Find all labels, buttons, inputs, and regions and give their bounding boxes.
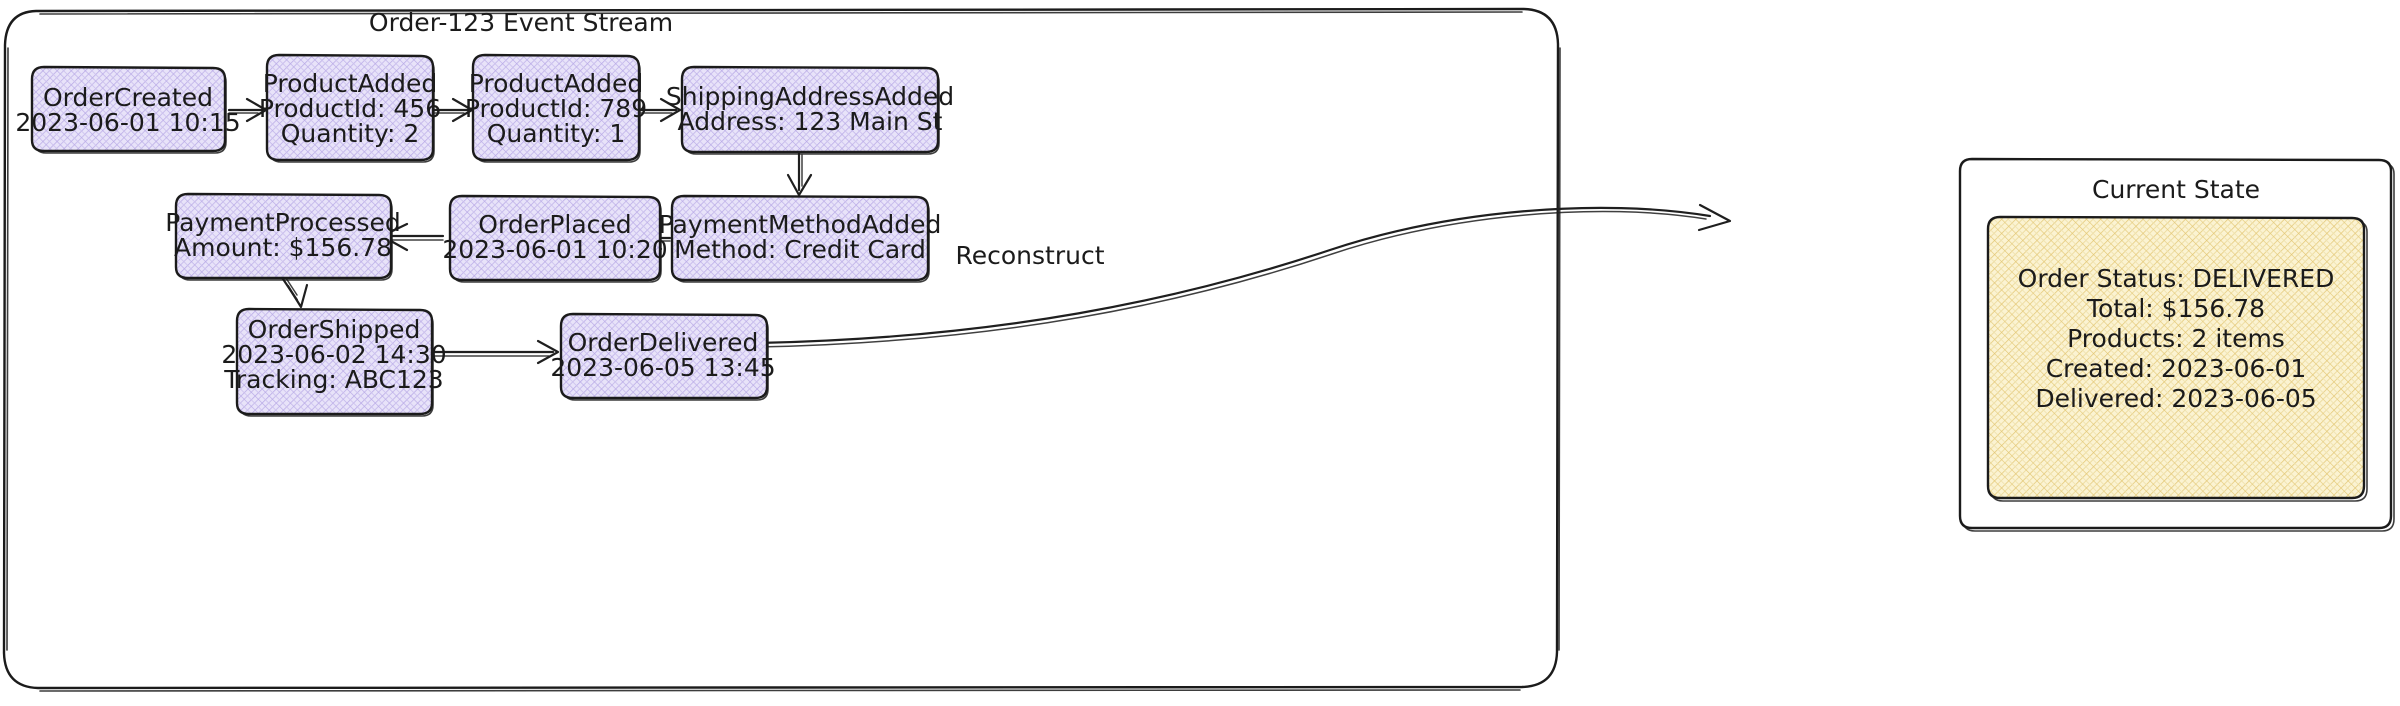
node-line: Quantity: 1 [487,119,626,148]
node-product-added-789[interactable]: ProductAdded ProductId: 789 Quantity: 1 [465,53,647,163]
node-shipping-address-added[interactable]: ShippingAddressAdded Address: 123 Main S… [666,65,954,155]
state-line: Total: $156.78 [2086,294,2265,323]
node-line: PaymentProcessed [165,208,401,237]
node-order-created[interactable]: OrderCreated 2023-06-01 10:15 [15,65,241,154]
edge-product-added-789-to-shipping-address-added [639,97,682,123]
node-line: Tracking: ABC123 [223,365,443,394]
node-line: OrderPlaced [478,210,631,239]
node-line: 2023-06-01 10:20 [442,235,667,264]
node-line: ProductAdded [469,69,644,98]
current-state-title: Current State [2092,175,2260,204]
state-line: Order Status: DELIVERED [2018,264,2335,293]
node-line: OrderCreated [43,83,213,112]
state-line: Created: 2023-06-01 [2046,354,2307,383]
edge-order-delivered-to-current-state [755,203,1732,348]
node-line: 2023-06-05 13:45 [550,353,775,382]
node-line: OrderDelivered [568,328,759,357]
node-order-placed[interactable]: OrderPlaced 2023-06-01 10:20 [442,194,668,283]
edge-order-shipped-to-order-delivered [430,339,560,365]
edge-label-reconstruct: Reconstruct [955,241,1104,270]
node-payment-method-added[interactable]: PaymentMethodAdded Method: Credit Card [659,194,942,283]
node-order-delivered[interactable]: OrderDelivered 2023-06-05 13:45 [550,312,776,401]
node-line: ProductAdded [263,69,438,98]
node-line: 2023-06-02 14:30 [221,340,446,369]
edge-group: Reconstruct [227,97,1732,365]
node-line: Amount: $156.78 [174,233,392,262]
node-product-added-456[interactable]: ProductAdded ProductId: 456 Quantity: 2 [259,53,441,163]
node-payment-processed[interactable]: PaymentProcessed Amount: $156.78 [165,192,401,281]
node-line: ShippingAddressAdded [666,82,954,111]
node-line: PaymentMethodAdded [659,210,942,239]
current-state-box[interactable]: Order Status: DELIVERED Total: $156.78 P… [1986,215,2368,502]
node-line: OrderShipped [248,315,421,344]
edge-shipping-address-added-to-payment-method-added [786,151,813,197]
node-line: ProductId: 456 [259,94,441,123]
node-order-shipped[interactable]: OrderShipped 2023-06-02 14:30 Tracking: … [221,307,447,417]
event-stream-container [2,7,1561,692]
state-line: Delivered: 2023-06-05 [2035,384,2316,413]
node-line: Method: Credit Card [674,235,926,264]
node-line: Address: 123 Main St [678,107,943,136]
state-line: Products: 2 items [2067,324,2285,353]
event-stream-title: Order-123 Event Stream [369,8,673,37]
node-line: ProductId: 789 [465,94,647,123]
node-line: 2023-06-01 10:15 [15,108,240,137]
node-line: Quantity: 2 [281,119,420,148]
